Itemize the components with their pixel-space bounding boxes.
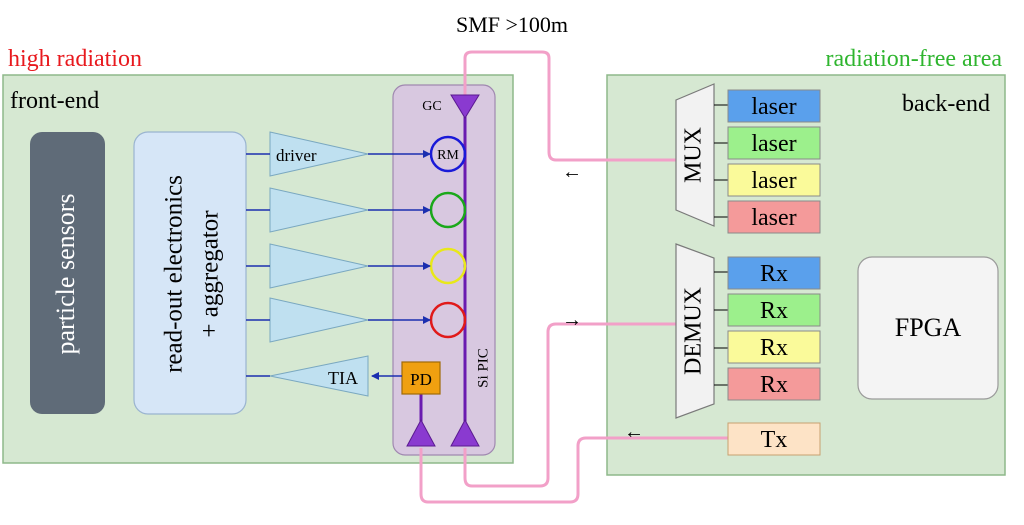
readout-label-line2: + aggregator: [197, 210, 224, 338]
photodiode-block: [401, 361, 441, 395]
mux-label: MUX: [681, 127, 707, 183]
tx-box: [727, 422, 821, 456]
particle-sensors-block: [30, 132, 105, 414]
demux-label: DEMUX: [681, 287, 707, 375]
pd-label: PD: [410, 370, 432, 389]
driver-label: driver: [276, 146, 317, 165]
laser-blue-label: laser: [751, 94, 796, 120]
rm-label: RM: [437, 148, 459, 163]
direction-arrow-demux: →: [562, 309, 582, 331]
laser-blue-box: [727, 89, 821, 123]
readout-label-line1: read-out electronics: [161, 175, 188, 373]
rx-red-label: Rx: [760, 372, 788, 398]
grating-coupler-bottom-right: [450, 418, 480, 447]
front-end-label: front-end: [10, 88, 99, 114]
ring-modulator-red: [429, 301, 467, 339]
rx-red-box: [727, 367, 821, 401]
fpga-block: [857, 256, 999, 400]
laser-green-box: [727, 126, 821, 160]
si-pic-block: [392, 84, 496, 456]
direction-arrow-mux: ←: [562, 161, 582, 183]
rx-yellow-box: [727, 330, 821, 364]
ring-modulator-blue: [429, 135, 467, 173]
rx-green-label: Rx: [760, 298, 788, 324]
laser-red-label: laser: [751, 205, 796, 231]
particle-sensors-label: particle sensors: [51, 193, 80, 354]
ring-modulator-yellow: [429, 247, 467, 285]
grating-coupler-top: [450, 94, 480, 119]
fpga-label: FPGA: [895, 313, 962, 342]
tx-label: Tx: [761, 427, 788, 453]
direction-arrow-tx: ←: [624, 421, 644, 443]
si-pic-label: Si PIC: [475, 348, 491, 388]
readout-block: [133, 131, 247, 415]
mux-block: [675, 83, 715, 227]
grating-coupler-bottom-left: [406, 418, 436, 447]
fiber-tx-return: [419, 436, 728, 504]
fiber-title: SMF >100m: [456, 12, 568, 37]
fiber-tx-mux: [463, 50, 676, 162]
rx-blue-box: [727, 256, 821, 290]
back-end-label: back-end: [902, 91, 990, 117]
rx-green-box: [727, 293, 821, 327]
ring-modulator-green: [429, 191, 467, 229]
fiber-demux: [463, 322, 676, 488]
demux-block: [675, 243, 715, 419]
laser-yellow-label: laser: [751, 168, 796, 194]
tia-label: TIA: [328, 368, 358, 388]
laser-yellow-box: [727, 163, 821, 197]
gc-label: GC: [422, 99, 441, 114]
rx-blue-label: Rx: [760, 261, 788, 287]
high-radiation-label: high radiation: [8, 46, 142, 72]
laser-green-label: laser: [751, 131, 796, 157]
tia-amplifier: [269, 355, 369, 397]
radiation-free-label: radiation-free area: [825, 46, 1002, 72]
laser-red-box: [727, 200, 821, 234]
rx-yellow-label: Rx: [760, 335, 788, 361]
